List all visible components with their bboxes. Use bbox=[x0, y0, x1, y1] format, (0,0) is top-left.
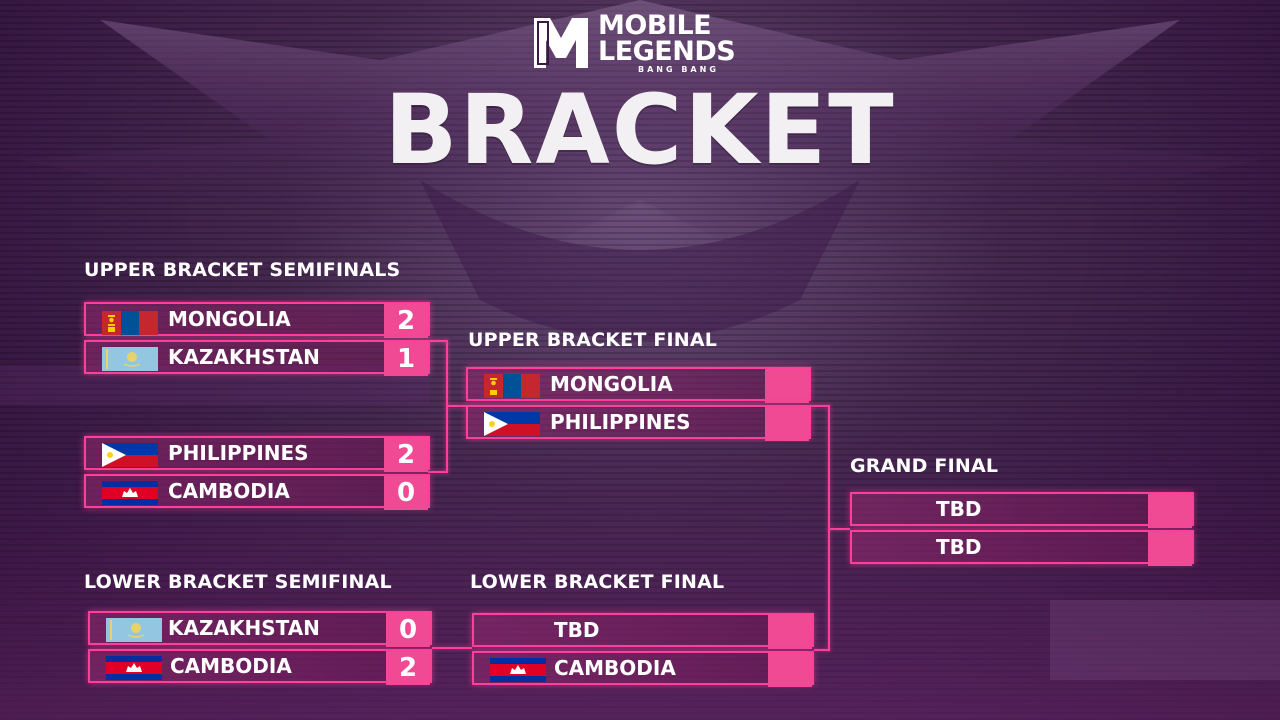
team-row: PHILIPPINES bbox=[466, 405, 811, 441]
philippines-flag-icon bbox=[484, 412, 540, 436]
team-score bbox=[1148, 494, 1192, 528]
team-score: 2 bbox=[384, 304, 428, 338]
page-title: BRACKET bbox=[384, 74, 896, 186]
team-score bbox=[1148, 532, 1192, 566]
logo-line-1: MOBILE bbox=[598, 10, 712, 41]
mlbb-logo-icon bbox=[534, 18, 588, 68]
team-name: TBD bbox=[554, 618, 600, 642]
team-score bbox=[765, 369, 809, 403]
team-score: 0 bbox=[384, 476, 428, 510]
connector-line bbox=[428, 471, 448, 473]
team-score: 2 bbox=[386, 651, 430, 685]
team-score: 1 bbox=[384, 342, 428, 376]
connector-line bbox=[428, 340, 448, 342]
team-name: PHILIPPINES bbox=[550, 410, 691, 434]
team-name: MONGOLIA bbox=[168, 307, 291, 331]
team-row: CAMBODIA 0 bbox=[84, 474, 430, 510]
lb-final-label: LOWER BRACKET FINAL bbox=[470, 571, 725, 593]
logo-line-3: BANG BANG bbox=[638, 65, 719, 74]
ub-semis-label: UPPER BRACKET SEMIFINALS bbox=[84, 259, 401, 281]
team-score: 2 bbox=[384, 438, 428, 472]
team-score bbox=[768, 615, 812, 649]
cambodia-flag-icon bbox=[490, 658, 546, 682]
cambodia-flag-icon bbox=[102, 481, 158, 505]
connector-line bbox=[814, 649, 830, 651]
team-row: KAZAKHSTAN 0 bbox=[88, 611, 432, 647]
team-name: KAZAKHSTAN bbox=[168, 616, 320, 640]
team-row: TBD bbox=[472, 613, 814, 649]
cambodia-flag-icon bbox=[106, 656, 162, 680]
team-name: MONGOLIA bbox=[550, 372, 673, 396]
team-row: CAMBODIA bbox=[472, 651, 814, 687]
team-name: CAMBODIA bbox=[168, 479, 290, 503]
team-score bbox=[768, 653, 812, 687]
lb-semi-label: LOWER BRACKET SEMIFINAL bbox=[84, 571, 392, 593]
logo-line-2: LEGENDS bbox=[598, 36, 736, 67]
team-score bbox=[765, 407, 809, 441]
kazakhstan-flag-icon bbox=[102, 347, 158, 371]
team-row: MONGOLIA bbox=[466, 367, 811, 403]
team-name: TBD bbox=[936, 497, 982, 521]
team-name: CAMBODIA bbox=[554, 656, 676, 680]
mongolia-flag-icon bbox=[484, 374, 540, 398]
team-name: TBD bbox=[936, 535, 982, 559]
mongolia-flag-icon bbox=[102, 311, 158, 335]
philippines-flag-icon bbox=[102, 443, 158, 467]
team-name: PHILIPPINES bbox=[168, 441, 309, 465]
mlbb-logo: MOBILE LEGENDS BANG BANG bbox=[530, 12, 755, 74]
connector-line bbox=[810, 405, 830, 407]
connector-line bbox=[828, 528, 850, 530]
team-row: CAMBODIA 2 bbox=[88, 649, 432, 685]
team-row: KAZAKHSTAN 1 bbox=[84, 340, 430, 376]
connector-line bbox=[446, 405, 468, 407]
team-row: PHILIPPINES 2 bbox=[84, 436, 430, 472]
grand-final-label: GRAND FINAL bbox=[850, 455, 999, 477]
team-row: TBD bbox=[850, 530, 1194, 566]
team-score: 0 bbox=[386, 613, 430, 647]
connector-line bbox=[432, 647, 472, 649]
team-row: MONGOLIA 2 bbox=[84, 302, 430, 338]
team-row: TBD bbox=[850, 492, 1194, 528]
team-name: KAZAKHSTAN bbox=[168, 345, 320, 369]
ub-final-label: UPPER BRACKET FINAL bbox=[468, 329, 718, 351]
team-name: CAMBODIA bbox=[170, 654, 292, 678]
kazakhstan-flag-icon bbox=[106, 618, 162, 642]
